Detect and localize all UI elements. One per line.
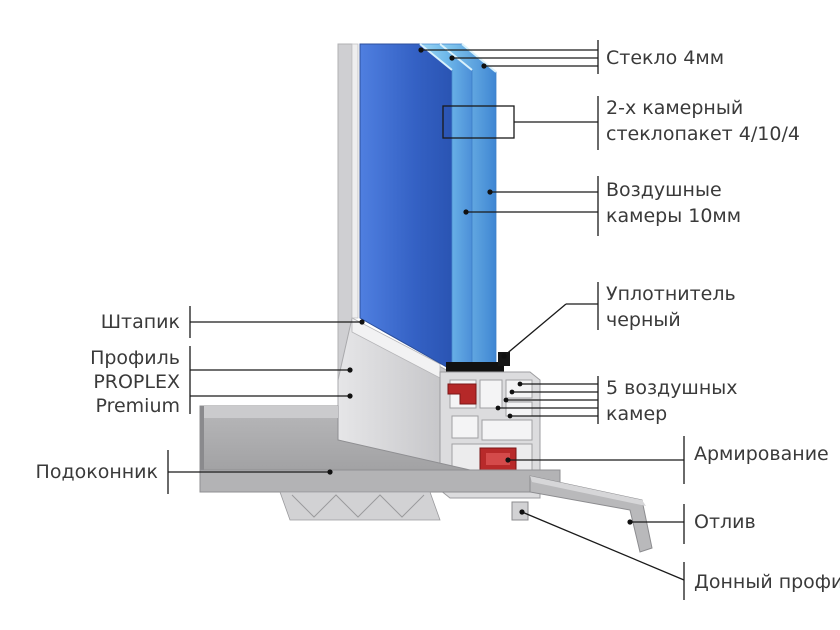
label-profile-line2: PROPLEX <box>93 371 180 393</box>
leaders-left <box>167 306 365 494</box>
label-glass-unit-line1: 2-х камерный <box>606 97 743 119</box>
label-five-chambers-line2: камер <box>606 403 667 425</box>
drip-cap <box>529 475 653 553</box>
window-frame <box>337 43 451 471</box>
reinforcement-lower <box>479 447 517 471</box>
leaders-right <box>418 40 685 600</box>
label-bottom-profile: Донный профиль <box>694 571 840 593</box>
seal-black-inner <box>498 352 510 366</box>
glass-pane-inner <box>359 43 453 371</box>
label-five-chambers-line1: 5 воздушных <box>606 377 738 399</box>
label-seal-line2: черный <box>606 309 681 331</box>
label-sill: Подоконник <box>36 461 158 483</box>
label-bead: Штапик <box>101 311 180 333</box>
label-glass-unit-line2: стеклопакет 4/10/4 <box>606 123 800 145</box>
seal-black <box>446 362 504 374</box>
label-seal-line1: Уплотнитель <box>606 283 736 305</box>
label-reinforcement: Армирование <box>694 443 829 465</box>
reinforcement-upper <box>447 383 477 405</box>
label-air-chambers-line2: камеры 10мм <box>606 205 741 227</box>
label-profile-line1: Профиль <box>90 347 180 369</box>
label-glass: Стекло 4мм <box>606 47 724 69</box>
label-profile-line3: Premium <box>95 395 180 417</box>
label-drip: Отлив <box>694 511 756 533</box>
label-air-chambers-line1: Воздушные <box>606 179 722 201</box>
